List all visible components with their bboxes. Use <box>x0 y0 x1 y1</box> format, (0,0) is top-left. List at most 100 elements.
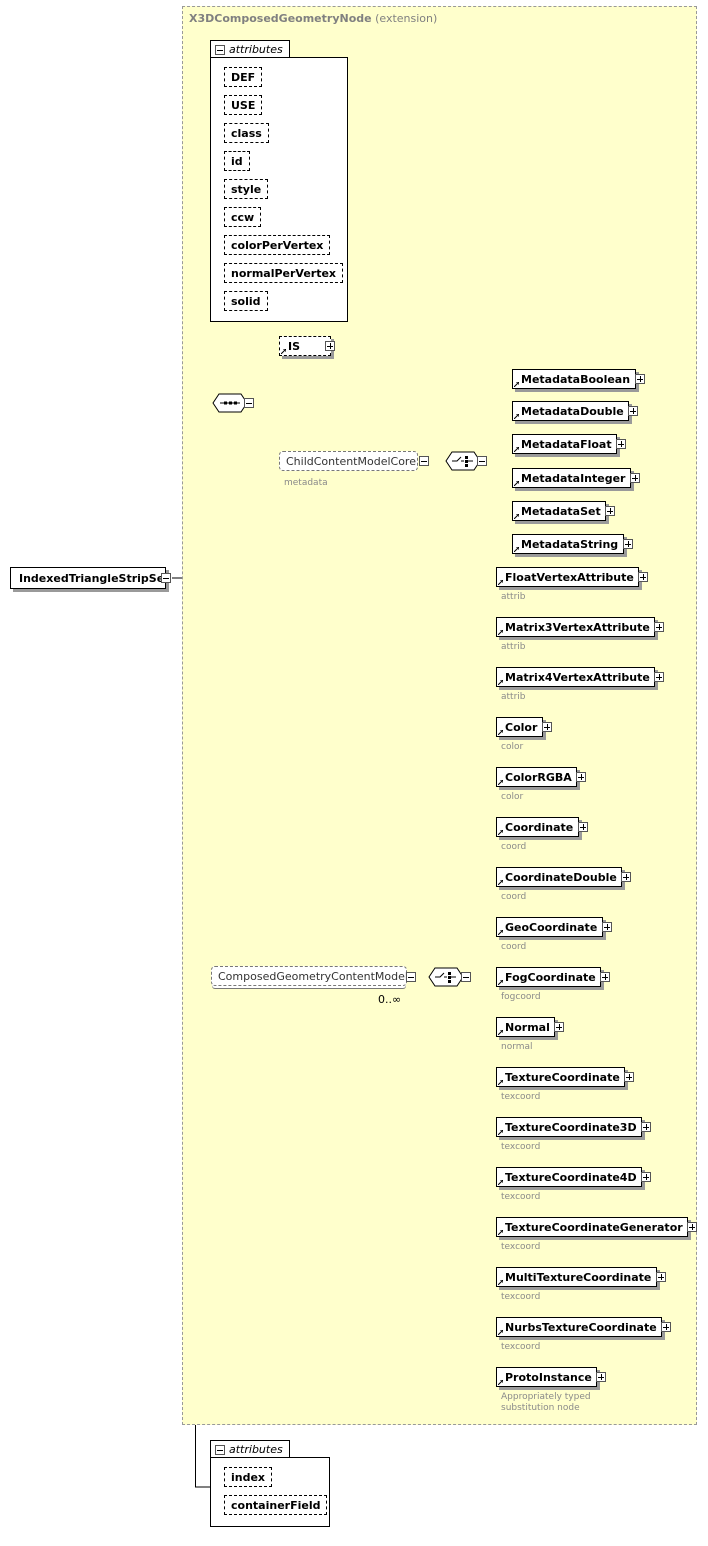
composed-element-sub: normal <box>501 1042 533 1052</box>
choice-compositor-composed[interactable] <box>428 967 464 987</box>
expand-icon[interactable] <box>602 922 612 932</box>
composed-element-geocoordinate[interactable]: GeoCoordinate <box>496 917 603 937</box>
reference-arrow-icon <box>498 980 503 985</box>
root-collapse-icon[interactable] <box>161 573 171 583</box>
expand-icon[interactable] <box>656 1272 666 1282</box>
metadata-element-label: MetadataString <box>521 538 619 551</box>
composed-collapse-icon[interactable] <box>406 972 416 982</box>
attribute-solid[interactable]: solid <box>224 291 268 311</box>
own-attribute-containerfield[interactable]: containerField <box>224 1495 328 1515</box>
expand-icon[interactable] <box>641 1172 651 1182</box>
root-element[interactable]: IndexedTriangleStripSet <box>10 567 170 589</box>
composed-element-texturecoordinategenerator[interactable]: TextureCoordinateGenerator <box>496 1217 688 1237</box>
expand-icon[interactable] <box>687 1222 697 1232</box>
expand-icon[interactable] <box>578 822 588 832</box>
composed-element-texturecoordinate4d[interactable]: TextureCoordinate4D <box>496 1167 642 1187</box>
expand-icon[interactable] <box>596 1372 606 1382</box>
expand-icon[interactable] <box>616 439 626 449</box>
reference-arrow-icon <box>498 1230 503 1235</box>
collapse-icon[interactable] <box>215 1445 225 1455</box>
metadata-element-metadatafloat[interactable]: MetadataFloat <box>512 434 617 454</box>
composed-element-texturecoordinate3d[interactable]: TextureCoordinate3D <box>496 1117 642 1137</box>
composed-element-label: TextureCoordinate4D <box>505 1171 637 1184</box>
is-expand-icon[interactable] <box>325 341 335 351</box>
composed-element-label: Matrix3VertexAttribute <box>505 621 650 634</box>
attribute-normalpervertex[interactable]: normalPerVertex <box>224 263 344 283</box>
reference-arrow-icon <box>498 1180 503 1185</box>
expand-icon[interactable] <box>635 374 645 384</box>
expand-icon[interactable] <box>554 1022 564 1032</box>
expand-icon[interactable] <box>641 1122 651 1132</box>
attribute-colorpervertex[interactable]: colorPerVertex <box>224 235 331 255</box>
child-core-sub: metadata <box>284 478 328 488</box>
is-element[interactable]: IS <box>279 336 331 356</box>
composed-element-fogcoordinate[interactable]: FogCoordinate <box>496 967 601 987</box>
attributes-tab-own[interactable]: attributes <box>210 1440 290 1458</box>
composed-element-multitexturecoordinate[interactable]: MultiTextureCoordinate <box>496 1267 657 1287</box>
metadata-element-metadataset[interactable]: MetadataSet <box>512 501 606 521</box>
composed-element-sub: color <box>501 742 524 752</box>
composed-element-colorrgba[interactable]: ColorRGBA <box>496 767 577 787</box>
composed-element-protoinstance[interactable]: ProtoInstance <box>496 1367 597 1387</box>
expand-icon[interactable] <box>654 622 664 632</box>
reference-arrow-icon <box>514 447 519 452</box>
composed-geometry-content-model[interactable]: ComposedGeometryContentModel <box>211 966 408 986</box>
reference-arrow-icon <box>498 1330 503 1335</box>
composed-element-normal[interactable]: Normal <box>496 1017 555 1037</box>
composed-element-texturecoordinate[interactable]: TextureCoordinate <box>496 1067 625 1087</box>
sequence-compositor[interactable] <box>212 393 248 413</box>
metadata-element-metadataboolean[interactable]: MetadataBoolean <box>512 369 636 389</box>
composed-element-label: Matrix4VertexAttribute <box>505 671 650 684</box>
attribute-class[interactable]: class <box>224 123 269 143</box>
composed-element-sub: Appropriately typed substitution node <box>501 1392 591 1413</box>
expand-icon[interactable] <box>624 1072 634 1082</box>
root-label: IndexedTriangleStripSet <box>19 572 170 585</box>
expand-icon[interactable] <box>623 539 633 549</box>
composed-element-matrix4vertexattribute[interactable]: Matrix4VertexAttribute <box>496 667 655 687</box>
own-attribute-index[interactable]: index <box>224 1467 273 1487</box>
composed-element-nurbstexturecoordinate[interactable]: NurbsTextureCoordinate <box>496 1317 662 1337</box>
attribute-style[interactable]: style <box>224 179 269 199</box>
metadata-element-metadatainteger[interactable]: MetadataInteger <box>512 468 631 488</box>
composed-element-sub: coord <box>501 892 527 902</box>
attributes-tab-inherited[interactable]: attributes <box>210 40 290 58</box>
choice-composed-collapse-icon[interactable] <box>461 972 471 982</box>
reference-arrow-icon <box>514 481 519 486</box>
composed-element-color[interactable]: Color <box>496 717 543 737</box>
expand-icon[interactable] <box>600 972 610 982</box>
attribute-id[interactable]: id <box>224 151 250 171</box>
expand-icon[interactable] <box>576 772 586 782</box>
choice-compositor-metadata[interactable] <box>445 451 481 471</box>
child-content-model-core[interactable]: ChildContentModelCore <box>279 451 418 471</box>
expand-icon[interactable] <box>628 406 638 416</box>
composed-element-sub: coord <box>501 842 527 852</box>
attribute-use[interactable]: USE <box>224 95 263 115</box>
composed-element-coordinate[interactable]: Coordinate <box>496 817 579 837</box>
expand-icon[interactable] <box>654 672 664 682</box>
reference-arrow-icon <box>498 1280 503 1285</box>
metadata-element-metadatadouble[interactable]: MetadataDouble <box>512 401 629 421</box>
expand-icon[interactable] <box>630 473 640 483</box>
attribute-ccw[interactable]: ccw <box>224 207 262 227</box>
composed-label: ComposedGeometryContentModel <box>218 970 408 983</box>
composed-element-sub: attrib <box>501 592 526 602</box>
child-core-label: ChildContentModelCore <box>286 455 416 468</box>
expand-icon[interactable] <box>621 872 631 882</box>
extension-title: X3DComposedGeometryNode (extension) <box>189 12 437 25</box>
reference-arrow-icon <box>514 414 519 419</box>
metadata-element-metadatastring[interactable]: MetadataString <box>512 534 624 554</box>
composed-element-floatvertexattribute[interactable]: FloatVertexAttribute <box>496 567 639 587</box>
expand-icon[interactable] <box>638 572 648 582</box>
composed-element-sub: texcoord <box>501 1342 541 1352</box>
reference-arrow-icon <box>498 730 503 735</box>
choice-metadata-collapse-icon[interactable] <box>477 456 487 466</box>
composed-element-matrix3vertexattribute[interactable]: Matrix3VertexAttribute <box>496 617 655 637</box>
expand-icon[interactable] <box>542 722 552 732</box>
child-core-collapse-icon[interactable] <box>419 456 429 466</box>
expand-icon[interactable] <box>605 506 615 516</box>
sequence-collapse-icon[interactable] <box>244 398 254 408</box>
expand-icon[interactable] <box>661 1322 671 1332</box>
collapse-icon[interactable] <box>215 45 225 55</box>
attribute-def[interactable]: DEF <box>224 67 263 87</box>
composed-element-coordinatedouble[interactable]: CoordinateDouble <box>496 867 622 887</box>
